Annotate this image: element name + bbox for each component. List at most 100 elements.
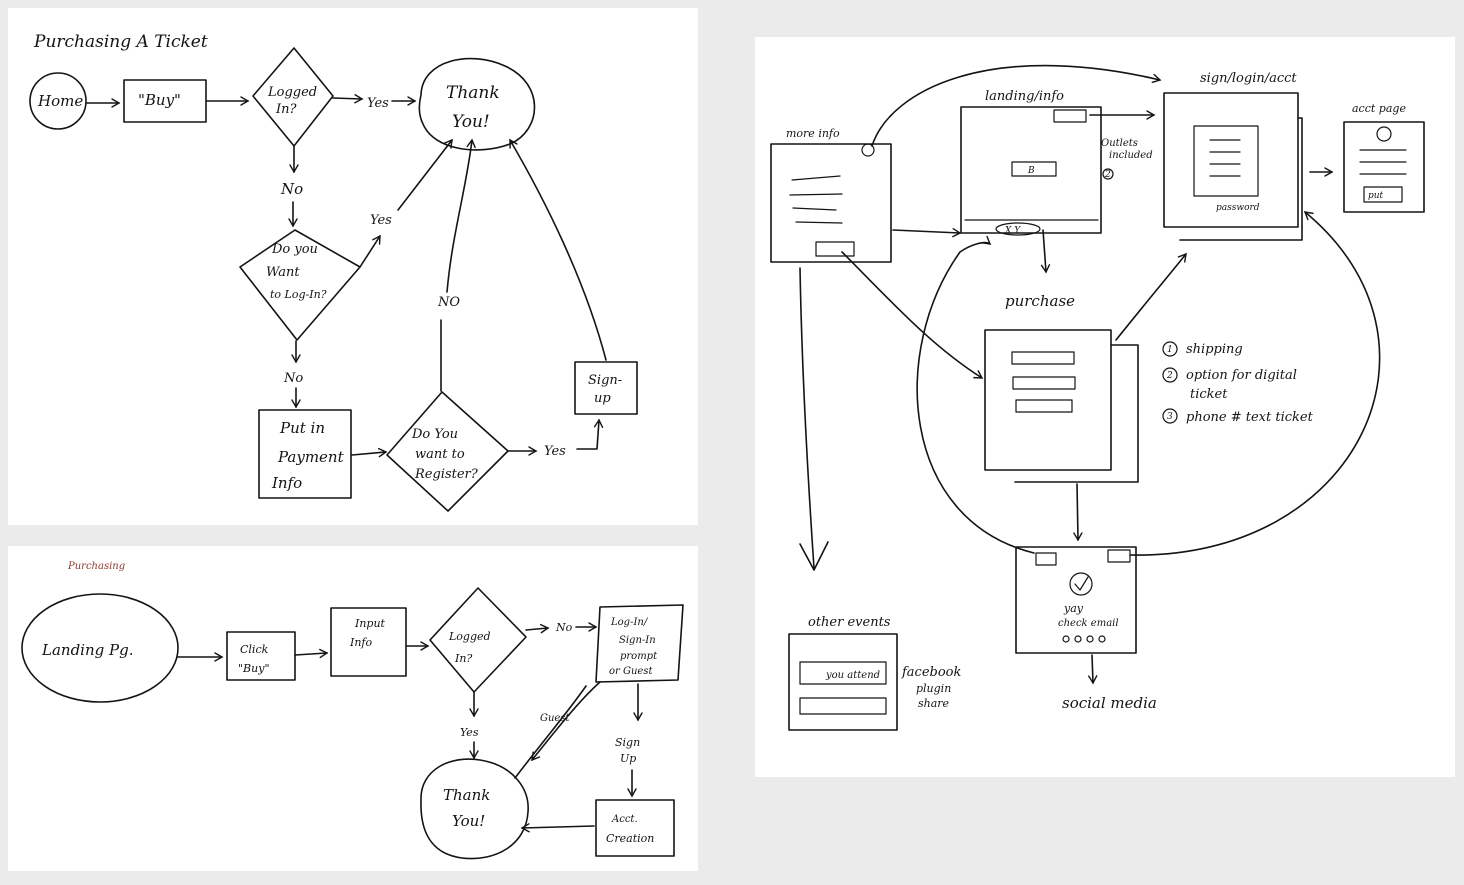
more-info-button bbox=[815, 241, 855, 257]
landing-b-button bbox=[1011, 161, 1057, 177]
node-thank-you-2 bbox=[420, 758, 529, 860]
number-3-label: 3 bbox=[1167, 412, 1173, 422]
edge-no3-thank bbox=[446, 138, 476, 293]
node-prompt-label-2: Sign-In bbox=[619, 635, 656, 646]
screen-purchase-stack bbox=[1014, 344, 1139, 483]
label-sheet2-no: No bbox=[555, 621, 573, 634]
wireframe-storyboard: more info landing/info B X Y Outlets inc… bbox=[770, 64, 1425, 731]
label-purchase: purchase bbox=[1005, 292, 1075, 310]
node-input-label-1: Input bbox=[354, 617, 386, 630]
node-landing-page bbox=[21, 593, 179, 703]
node-input-info bbox=[330, 607, 407, 677]
avatar-icon bbox=[1376, 126, 1392, 142]
acct-put-button bbox=[1363, 186, 1403, 203]
flowchart-sheet-purchasing-ticket bbox=[8, 8, 698, 525]
label-no-2: No bbox=[283, 371, 303, 386]
landing-b-label: B bbox=[1027, 166, 1035, 176]
events-you-attend-box bbox=[799, 661, 887, 685]
note-digital-1: option for digital bbox=[1186, 368, 1297, 383]
number-2-icon bbox=[1102, 168, 1114, 180]
label-no-1: No bbox=[280, 180, 303, 198]
label-signup-1: Sign bbox=[615, 736, 640, 749]
edge-prompt-guest-2 bbox=[514, 685, 587, 779]
label-yes-2: Yes bbox=[370, 213, 392, 228]
node-thank2-label-2: You! bbox=[452, 812, 485, 830]
node-payment-label-2: Payment bbox=[277, 448, 345, 466]
node-landing-label: Landing Pg. bbox=[41, 641, 133, 659]
label-facebook-3: share bbox=[918, 697, 950, 710]
screen-sign-login bbox=[1163, 92, 1299, 228]
node-signup bbox=[574, 361, 638, 415]
label-social-media: social media bbox=[1062, 694, 1157, 712]
label-facebook-1: facebook bbox=[901, 665, 962, 680]
node-payment-info bbox=[258, 409, 352, 499]
node-thank-you-label-2: You! bbox=[452, 112, 490, 132]
flowchart-purchasing: Purchasing Landing Pg. Click "Buy" Input… bbox=[21, 561, 684, 860]
events-second-box bbox=[799, 697, 887, 715]
label-check-email: check email bbox=[1058, 618, 1119, 629]
node-acct-creation bbox=[595, 799, 675, 857]
purchase-field-3 bbox=[1015, 399, 1073, 413]
node-want-login bbox=[239, 229, 361, 341]
edge-yes2-thank bbox=[397, 138, 453, 211]
label-more-info: more info bbox=[786, 127, 840, 140]
node-thank2-label-1: Thank bbox=[443, 786, 490, 804]
label-facebook-2: plugin bbox=[916, 682, 951, 695]
node-prompt-label-4: or Guest bbox=[609, 666, 653, 677]
screen-confirmation bbox=[1015, 546, 1137, 654]
edge-acct-thank bbox=[520, 823, 595, 833]
node-payment-label-3: Info bbox=[271, 474, 302, 492]
number-1-label: 1 bbox=[1167, 345, 1173, 355]
close-icon bbox=[861, 143, 875, 157]
node-want-login-label-3: to Log-In? bbox=[270, 288, 327, 301]
edge-confirm-social bbox=[1088, 654, 1098, 685]
node-click-label-1: Click bbox=[240, 643, 269, 656]
node-register-label-3: Register? bbox=[414, 467, 479, 482]
flowchart-sheet-purchasing bbox=[8, 546, 698, 871]
node-logged2-label-1: Logged bbox=[448, 630, 491, 643]
edge-want-yes bbox=[359, 234, 381, 268]
screen-other-events bbox=[788, 633, 898, 731]
number-2b-icon bbox=[1162, 367, 1178, 383]
node-home-label: Home bbox=[37, 92, 83, 110]
node-want-login-label-1: Do you bbox=[271, 242, 318, 257]
node-register-label-1: Do You bbox=[411, 427, 458, 442]
edge-yes3-signup bbox=[576, 418, 604, 450]
edge-confirm-sign bbox=[1129, 211, 1381, 556]
label-guest: Guest bbox=[540, 713, 570, 724]
node-signup-label-2: up bbox=[594, 391, 611, 406]
node-login-prompt bbox=[595, 604, 684, 683]
arrowhead-events bbox=[799, 541, 829, 571]
screen-sign-login-stack bbox=[1179, 117, 1303, 241]
node-input-label-2: Info bbox=[349, 636, 373, 649]
edge-confirm-landing bbox=[916, 235, 1035, 554]
label-outlets-1: Outlets bbox=[1101, 138, 1138, 149]
more-info-text-lines bbox=[789, 175, 843, 224]
label-no-3: NO bbox=[437, 295, 460, 310]
node-thank-you-label-1: Thank bbox=[446, 83, 500, 103]
label-password: password bbox=[1216, 203, 1260, 213]
note-shipping: shipping bbox=[1186, 342, 1243, 357]
label-landing-info: landing/info bbox=[985, 89, 1064, 104]
sheet1-title: Purchasing A Ticket bbox=[33, 32, 208, 52]
purchase-field-2 bbox=[1012, 376, 1076, 390]
confirm-right-button bbox=[1107, 549, 1131, 563]
edge-moreinfo-sign bbox=[871, 64, 1162, 147]
login-form-lines bbox=[1209, 139, 1241, 177]
screen-more-info bbox=[770, 143, 892, 263]
purchase-field-1 bbox=[1011, 351, 1075, 365]
node-acct-label-1: Acct. bbox=[611, 814, 638, 825]
node-want-login-label-2: Want bbox=[266, 265, 300, 280]
node-prompt-label-1: Log-In/ bbox=[610, 617, 649, 628]
note-phone: phone # text ticket bbox=[1186, 410, 1314, 425]
edge-logged-yes bbox=[332, 94, 364, 104]
landing-xy-button bbox=[995, 222, 1041, 236]
landing-top-button bbox=[1053, 109, 1087, 123]
node-register-label-2: want to bbox=[415, 447, 465, 462]
node-home bbox=[29, 72, 87, 130]
confirm-left-button bbox=[1035, 552, 1057, 566]
social-dot-1 bbox=[1062, 635, 1070, 643]
node-thank-you bbox=[418, 57, 536, 151]
label-yes-1: Yes bbox=[367, 96, 389, 111]
